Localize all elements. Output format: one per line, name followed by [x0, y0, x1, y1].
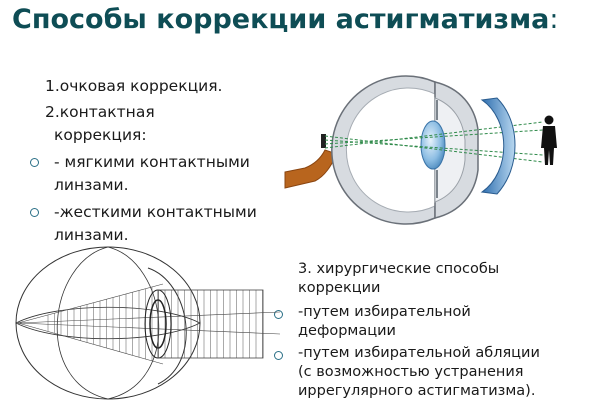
list-item-contact-correction: 2.контактная [45, 103, 155, 121]
person-silhouette-icon [541, 115, 557, 165]
sub-item-rigid-lenses: -жесткими контактными [54, 203, 257, 221]
eye-cross-section-illustration [284, 75, 557, 225]
sub-item-deformation-cont: деформации [298, 323, 396, 339]
astigmatic-eye-wireframe-diagram [15, 246, 281, 400]
list-item-contact-correction-cont: коррекция: [54, 126, 147, 144]
bullet-icon [30, 208, 39, 217]
bullet-icon [30, 158, 39, 167]
sub-item-deformation: -путем избирательной [298, 304, 471, 320]
sub-item-ablation: -путем избирательной абляции [298, 345, 540, 361]
bullet-icon [274, 351, 283, 360]
list-item-surgical-correction: 3. хирургические способы [298, 261, 500, 277]
list-item-spectacle-correction: 1.очковая коррекция. [45, 77, 223, 95]
spectacle-lens-icon [480, 97, 516, 195]
list-item-surgical-correction-cont: коррекции [298, 280, 381, 296]
sub-item-rigid-lenses-cont: линзами. [54, 226, 129, 244]
bullet-icon [274, 310, 283, 319]
sub-item-ablation-cont: (с возможностью устранения [298, 364, 524, 380]
page-title: Способы коррекции астигматизма: [12, 4, 559, 35]
sub-item-ablation-cont2: иррегулярного астигматизма). [298, 383, 536, 399]
sub-item-soft-lenses: - мягкими контактными [54, 153, 250, 171]
sub-item-soft-lenses-cont: линзами. [54, 176, 129, 194]
